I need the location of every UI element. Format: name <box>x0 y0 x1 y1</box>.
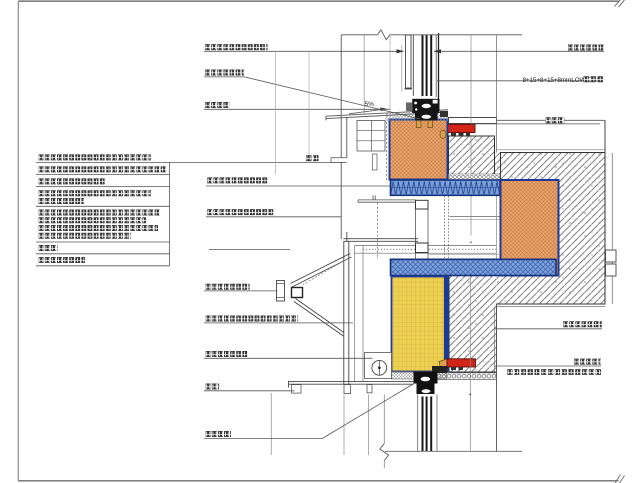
svg-text:8+15+8+15+8mmLOW-E: 8+15+8+15+8mmLOW-E <box>523 77 593 84</box>
svg-text:5%: 5% <box>365 101 375 108</box>
